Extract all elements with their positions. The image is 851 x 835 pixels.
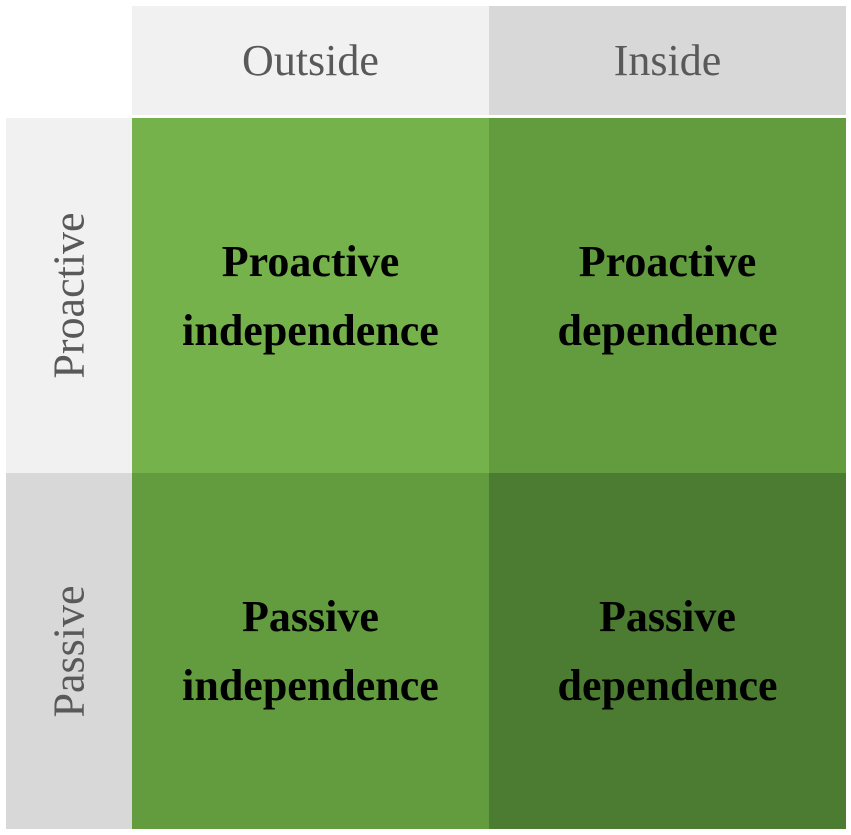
quadrant-line1: Passive [242,592,379,641]
quadrant-line1: Passive [599,592,736,641]
row-header-passive: Passive [6,473,132,829]
quadrant-proactive-independence: Proactive independence [132,118,489,473]
row-header-proactive-label: Proactive [44,212,94,379]
column-header-outside: Outside [132,6,489,115]
row-header-passive-label: Passive [44,585,94,717]
column-header-inside-label: Inside [613,36,722,85]
column-header-outside-label: Outside [242,36,379,85]
quadrant-line2: independence [182,661,439,710]
column-header-inside: Inside [489,6,846,115]
quadrant-passive-dependence: Passive dependence [489,473,846,829]
quadrant-passive-independence: Passive independence [132,473,489,829]
quadrant-line2: independence [182,305,439,355]
quadrant-line2: dependence [557,661,778,710]
row-header-proactive: Proactive [6,118,132,473]
quadrant-proactive-dependence: Proactive dependence [489,118,846,473]
quadrant-line2: dependence [557,305,778,355]
quadrant-line1: Proactive [221,236,400,286]
quadrant-line1: Proactive [578,236,757,286]
